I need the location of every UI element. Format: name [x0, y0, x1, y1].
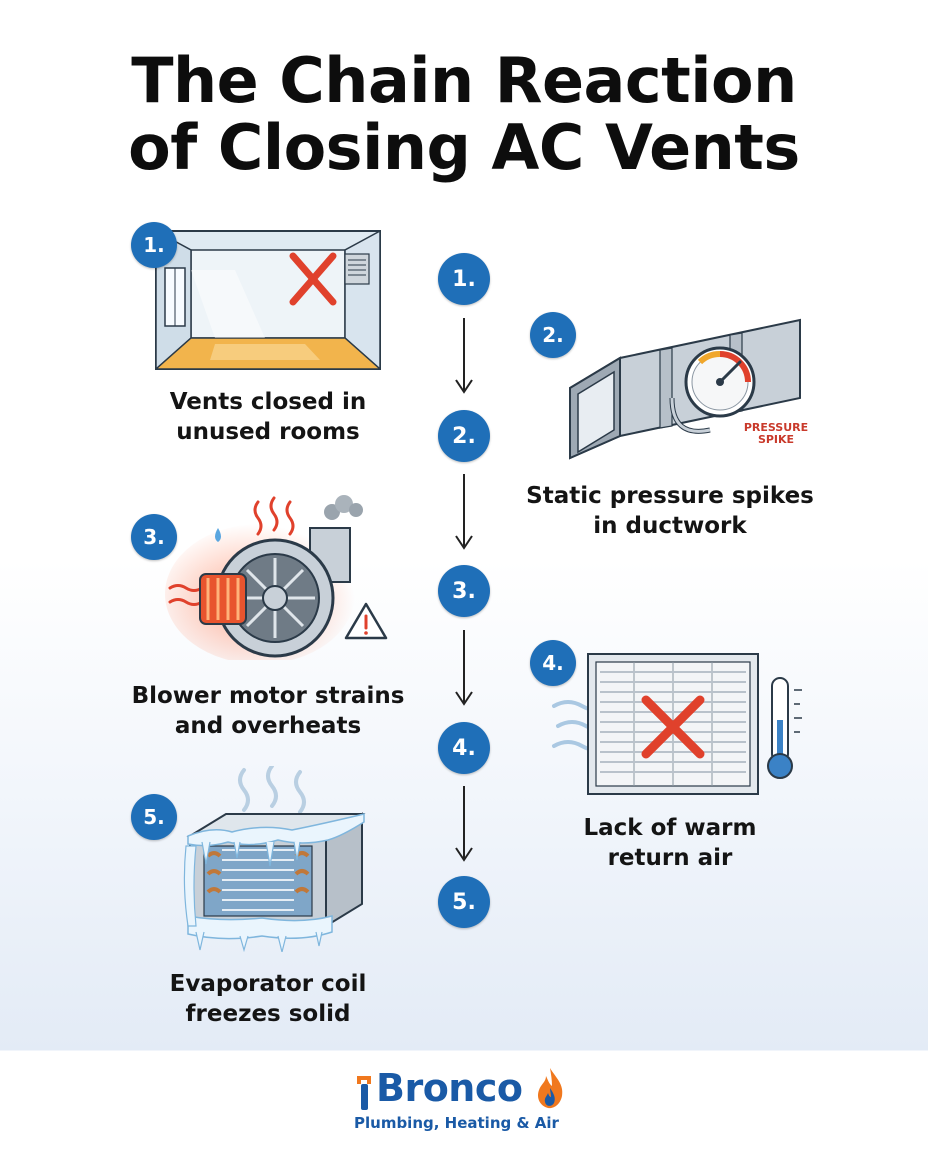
title-line-1: The Chain Reaction [131, 44, 797, 117]
footer [0, 1052, 928, 1152]
step-badge-3: 3. [131, 514, 177, 560]
brand-name: Bronco [376, 1066, 523, 1110]
room-closed-vent-icon [155, 230, 381, 370]
down-arrow-icon-1 [455, 318, 473, 394]
frozen-coil-icon [183, 766, 366, 952]
down-arrow-icon-3 [455, 630, 473, 706]
overheating-blower-icon [165, 495, 388, 660]
down-arrow-icon-2 [455, 474, 473, 550]
step-badge-5: 5. [131, 794, 177, 840]
step-badge-4: 4. [530, 640, 576, 686]
step-caption-2: Static pressure spikes in ductwork [526, 483, 814, 539]
wrench-icon [357, 1076, 371, 1110]
timeline-badge-2: 2. [438, 410, 490, 462]
pressure-spike-label: PRESSURE SPIKE [743, 421, 809, 447]
duct-pressure-gauge-icon [569, 318, 801, 460]
flame-icon [538, 1068, 563, 1109]
timeline-badge-5: 5. [438, 876, 490, 928]
timeline-badge-3: 3. [438, 565, 490, 617]
blocked-return-grille-icon [552, 653, 802, 795]
timeline-badge-1: 1. [438, 253, 490, 305]
step-caption-1: Vents closed in unused rooms [169, 389, 367, 445]
step-badge-2: 2. [530, 312, 576, 358]
step-caption-5: Evaporator coil freezes solid [169, 971, 367, 1027]
brand-tagline: Plumbing, Heating & Air [354, 1114, 559, 1132]
step-badge-1: 1. [131, 222, 177, 268]
brand-logo: Bronco Plumbing, Heating & Air [350, 1066, 580, 1140]
title-line-2: of Closing AC Vents [128, 110, 800, 184]
timeline-badge-4: 4. [438, 722, 490, 774]
step-caption-4: Lack of warm return air [583, 815, 757, 871]
step-caption-3: Blower motor strains and overheats [131, 683, 405, 739]
page-title: The Chain Reaction of Closing AC Vents [0, 44, 928, 184]
down-arrow-icon-4 [455, 786, 473, 862]
